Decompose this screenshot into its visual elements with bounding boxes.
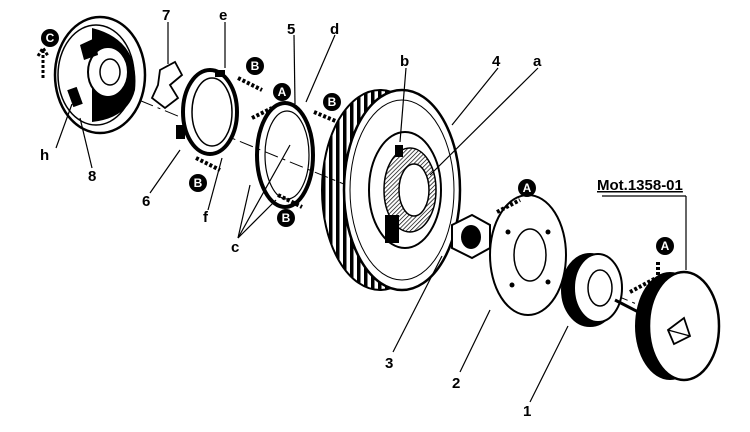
marker-a-tool: A <box>629 237 674 294</box>
label-a: a <box>533 53 542 70</box>
label-c: c <box>231 239 239 256</box>
label-h: h <box>40 147 49 164</box>
label-b: b <box>400 53 409 70</box>
part-1-splined-hub <box>561 253 623 327</box>
tool-mot-1358-01 <box>614 270 721 382</box>
label-7: 7 <box>162 7 170 24</box>
label-5: 5 <box>287 21 295 38</box>
svg-text:A: A <box>278 85 287 99</box>
tool-label: Mot.1358-01 <box>597 177 683 194</box>
svg-text:B: B <box>194 176 203 190</box>
svg-text:B: B <box>251 59 260 73</box>
label-d: d <box>330 21 339 38</box>
part-4-sprocket <box>321 88 462 292</box>
svg-text:B: B <box>282 211 291 225</box>
label-2: 2 <box>452 375 460 392</box>
label-8: 8 <box>88 168 96 185</box>
part-7-key <box>150 60 184 110</box>
marker-b-lower-left: B <box>189 156 221 192</box>
svg-text:A: A <box>523 181 532 195</box>
marker-a-mid: A <box>251 83 291 120</box>
label-6: 6 <box>142 193 150 210</box>
marker-b-lower: B <box>277 193 303 227</box>
part-3-nut <box>451 213 491 260</box>
svg-text:A: A <box>661 239 670 253</box>
marker-b-right: B <box>313 93 341 124</box>
label-e: e <box>219 7 227 24</box>
label-f: f <box>203 209 209 226</box>
marker-b-upper: B <box>237 57 264 92</box>
svg-text:C: C <box>46 31 55 45</box>
label-3: 3 <box>385 355 393 372</box>
marker-a-washer: A <box>496 179 536 214</box>
part-6-clip <box>176 68 239 156</box>
part-2-washer <box>489 194 567 316</box>
label-1: 1 <box>523 403 531 420</box>
part-5-ring <box>255 101 315 209</box>
part-8-hub <box>53 15 147 135</box>
label-4: 4 <box>492 53 501 70</box>
svg-text:B: B <box>328 95 337 109</box>
marker-c: C <box>36 29 59 80</box>
leader-lines <box>55 22 687 403</box>
